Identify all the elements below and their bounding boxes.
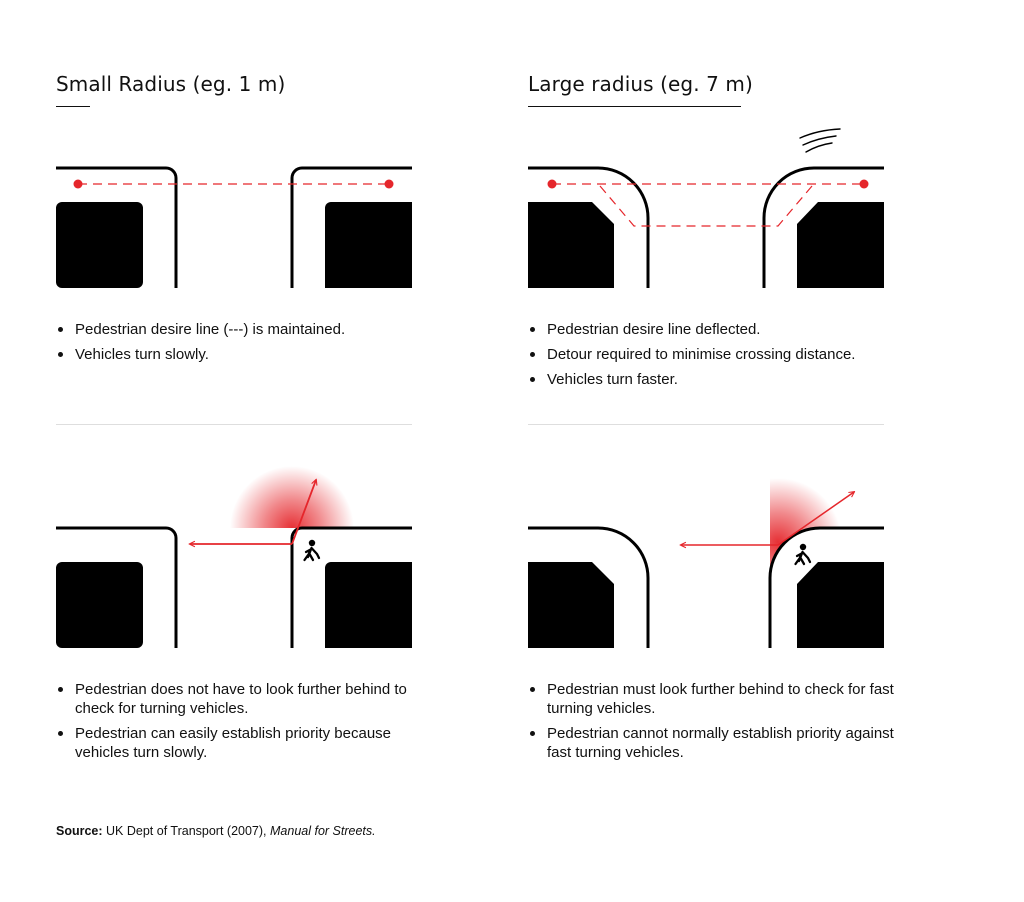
kerb-right	[290, 166, 412, 288]
small-radius-desire-bullets: Pedestrian desire line (---) is maintain…	[56, 320, 426, 370]
block-right	[325, 562, 412, 648]
block-left	[528, 562, 614, 648]
source-text: UK Dept of Transport (2007),	[106, 824, 267, 838]
pedestrian-icon	[794, 543, 812, 566]
block-left	[56, 562, 143, 648]
divider-right	[528, 424, 884, 425]
source-publication: Manual for Streets.	[270, 824, 376, 838]
block-left	[528, 202, 614, 288]
block-right	[797, 562, 884, 648]
kerb-right	[768, 526, 884, 648]
large-radius-title-rule	[528, 106, 741, 107]
block-right	[325, 202, 412, 288]
kerb-left	[56, 526, 178, 648]
source-citation: Source: UK Dept of Transport (2007), Man…	[56, 824, 376, 838]
source-label: Source:	[56, 824, 103, 838]
large-radius-title: Large radius (eg. 7 m)	[528, 72, 753, 96]
sightline-arrow-behind	[291, 480, 316, 545]
bullet-item: Detour required to minimise crossing dis…	[528, 345, 908, 364]
block-right	[797, 202, 884, 288]
motion-lines-icon	[799, 128, 841, 153]
pedestrian-start-point	[73, 179, 83, 189]
small-radius-title-rule	[56, 106, 90, 107]
kerb-left	[528, 166, 650, 288]
bullet-item: Pedestrian must look further behind to c…	[528, 680, 898, 718]
sightline-arrow-behind	[777, 492, 854, 546]
bullet-item: Pedestrian desire line (---) is maintain…	[56, 320, 426, 339]
large-radius-desire-bullets: Pedestrian desire line deflected. Detour…	[528, 320, 908, 395]
desire-line-detour	[599, 185, 813, 227]
pedestrian-start-point	[547, 179, 557, 189]
bullet-item: Pedestrian can easily establish priority…	[56, 724, 436, 762]
pedestrian-end-point	[859, 179, 869, 189]
kerb-right	[762, 166, 884, 288]
bullet-item: Vehicles turn faster.	[528, 370, 908, 389]
kerb-left	[56, 166, 178, 288]
look-behind-zone	[230, 466, 354, 528]
small-radius-visibility-bullets: Pedestrian does not have to look further…	[56, 680, 436, 768]
pedestrian-end-point	[384, 179, 394, 189]
bullet-item: Pedestrian cannot normally establish pri…	[528, 724, 898, 762]
small-radius-title: Small Radius (eg. 1 m)	[56, 72, 286, 96]
kerb-right	[290, 526, 412, 648]
divider-left	[56, 424, 412, 425]
large-radius-visibility-bullets: Pedestrian must look further behind to c…	[528, 680, 898, 768]
bullet-item: Pedestrian desire line deflected.	[528, 320, 908, 339]
bullet-item: Pedestrian does not have to look further…	[56, 680, 436, 718]
kerb-left	[528, 526, 650, 648]
block-left	[56, 202, 143, 288]
bullet-item: Vehicles turn slowly.	[56, 345, 426, 364]
pedestrian-icon	[303, 539, 321, 562]
